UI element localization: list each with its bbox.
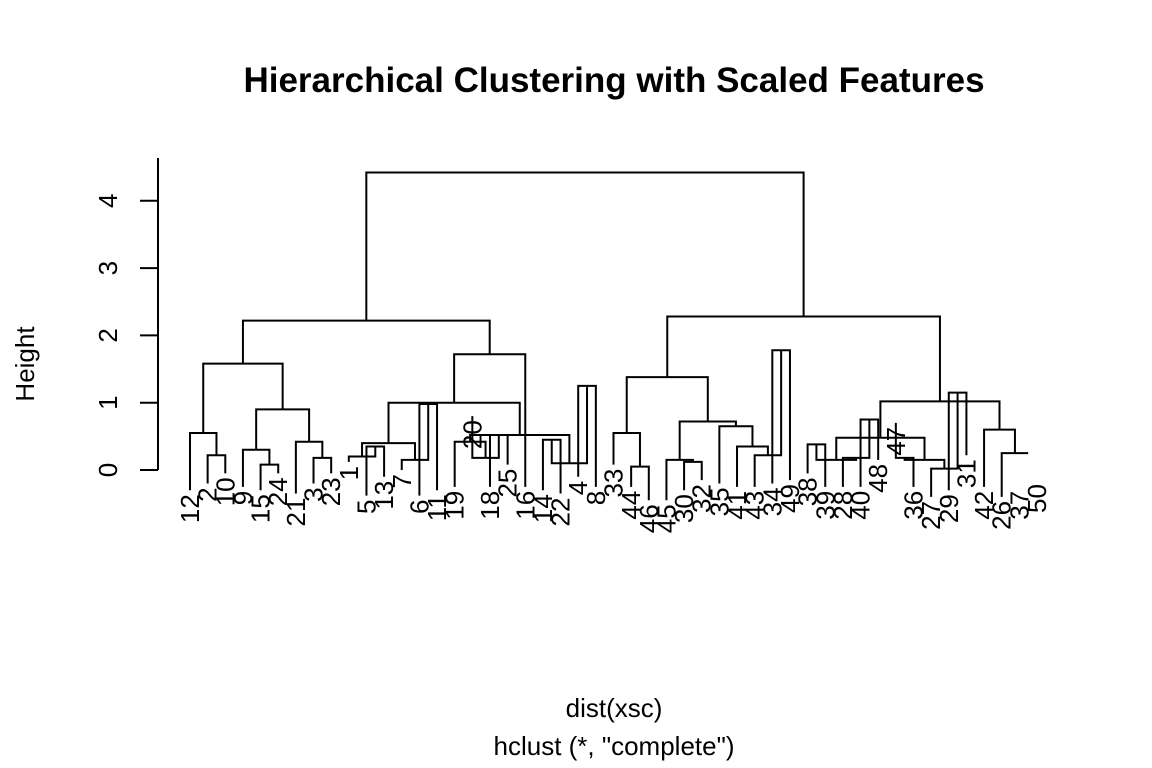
y-axis-label: Height — [10, 326, 40, 402]
leaf-label: 14 — [528, 494, 558, 523]
y-tick-label: 0 — [93, 463, 123, 477]
y-tick-label: 3 — [93, 261, 123, 275]
leaf-label: 27 — [916, 501, 946, 530]
leaf-label: 15 — [246, 494, 276, 523]
dendrogram-merge — [400, 404, 430, 470]
y-tick-label: 1 — [93, 395, 123, 409]
leaf-label: 7 — [387, 474, 417, 488]
dendrogram-merge — [255, 408, 311, 450]
leaf-label: 31 — [951, 459, 981, 488]
leaf-label: 23 — [316, 477, 346, 506]
dendrogram-merge — [753, 350, 783, 487]
leaf-label: 2 — [193, 487, 223, 501]
leaf-label: 13 — [369, 481, 399, 510]
leaf-label: 8 — [581, 491, 611, 505]
dendrogram-merge — [387, 401, 521, 444]
leaf-label: 29 — [934, 494, 964, 523]
chart-subtitle: hclust (*, "complete") — [494, 731, 735, 761]
leaf-label: 9 — [228, 491, 258, 505]
leaf-label: 5 — [351, 500, 381, 514]
leaf-label: 16 — [510, 491, 540, 520]
leaf-label: 47 — [881, 427, 911, 456]
leaf-label: 33 — [599, 469, 629, 498]
leaf-label: 40 — [846, 491, 876, 520]
leaf-label: 18 — [475, 491, 505, 520]
dendrogram-merge — [365, 171, 805, 321]
leaf-label: 25 — [493, 469, 523, 498]
leaf-label: 37 — [1004, 491, 1034, 520]
leaf-label: 26 — [987, 501, 1017, 530]
leaf-label: 22 — [546, 498, 576, 527]
leaf-label: 48 — [863, 464, 893, 493]
x-axis-label: dist(xsc) — [566, 693, 663, 723]
leaf-label: 42 — [969, 491, 999, 520]
leaf-label: 45 — [651, 504, 681, 533]
leaf-label: 19 — [440, 491, 470, 520]
dendrogram-merge — [983, 428, 1016, 487]
leaf-label: 32 — [687, 484, 717, 513]
leaf-label: 20 — [457, 420, 487, 449]
leaf-label: 24 — [263, 477, 293, 506]
leaf-label: 30 — [669, 494, 699, 523]
leaf-label: 4 — [563, 481, 593, 495]
leaf-label: 34 — [757, 487, 787, 516]
leaf-label: 10 — [210, 477, 240, 506]
chart-title: Hierarchical Clustering with Scaled Feat… — [243, 61, 984, 100]
leaf-label: 50 — [1022, 484, 1052, 513]
dendrogram-merge — [678, 420, 737, 460]
leaf-label: 21 — [281, 498, 311, 527]
leaf-label: 39 — [810, 491, 840, 520]
y-tick-label: 4 — [93, 194, 123, 208]
leaf-label: 44 — [616, 491, 646, 520]
leaf-labels: 1221091524213231513761119201825161422483… — [175, 420, 1052, 533]
leaf-label: 36 — [898, 491, 928, 520]
dendrogram-merge — [718, 425, 754, 484]
dendrogram-merge — [612, 431, 641, 467]
leaf-label: 28 — [828, 491, 858, 520]
leaf-label: 41 — [722, 491, 752, 520]
dendrogram-merge — [202, 362, 284, 433]
leaf-label: 49 — [775, 484, 805, 513]
dendrogram-merge — [241, 319, 491, 364]
leaf-label: 43 — [740, 491, 770, 520]
dendrogram-merge — [736, 445, 769, 487]
leaf-label: 11 — [422, 494, 452, 521]
dendrogram-merge — [625, 376, 709, 433]
leaf-label: 35 — [704, 487, 734, 516]
dendrogram-tree — [189, 171, 1029, 501]
y-ticks: 0 1 2 3 4 — [93, 194, 158, 477]
leaf-label: 6 — [404, 500, 434, 514]
dendrogram-merge — [1000, 452, 1029, 497]
leaf-label: 38 — [793, 477, 823, 506]
y-tick-label: 2 — [93, 328, 123, 342]
y-axis: 0 1 2 3 4 — [93, 158, 159, 477]
leaf-label: 12 — [175, 494, 205, 523]
leaf-label: 1 — [334, 466, 364, 480]
leaf-label: 3 — [299, 487, 329, 501]
leaf-label: 46 — [634, 504, 664, 533]
